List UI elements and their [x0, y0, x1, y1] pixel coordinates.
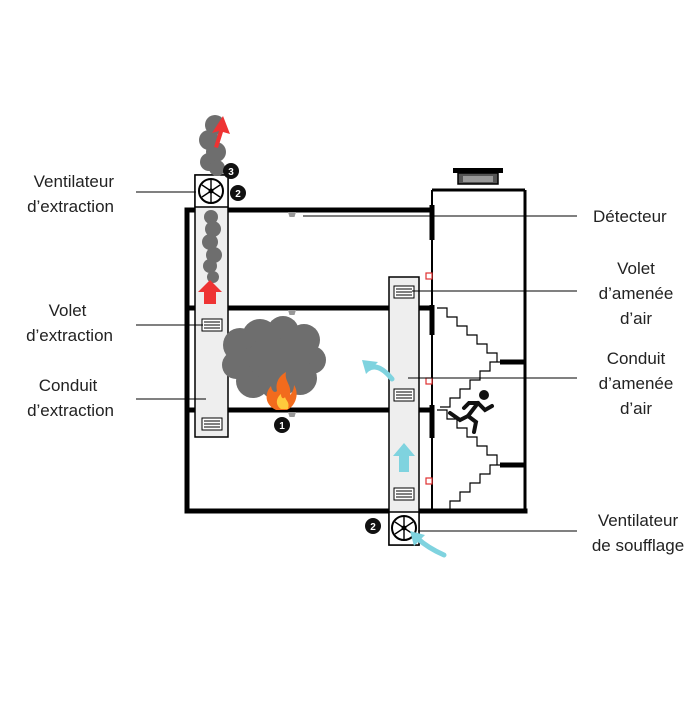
label-line: Volet — [617, 259, 655, 278]
label-line: de soufflage — [591, 536, 685, 555]
extraction-damper-upper — [201, 318, 223, 332]
extraction-damper-lower — [201, 417, 223, 431]
pressure-sensor-3 — [425, 477, 433, 485]
marker-extraction-fan: 2 — [230, 185, 246, 201]
arrow-up-icon — [198, 280, 222, 304]
label-conduit-extraction: Conduit d’extraction — [10, 373, 114, 423]
pressure-sensor-1 — [425, 272, 433, 280]
smoke-cloud-icon — [222, 316, 326, 400]
leader-lines — [136, 191, 577, 532]
svg-text:2: 2 — [235, 189, 241, 200]
extraction-arrows — [198, 116, 230, 304]
supply-damper-1 — [393, 285, 415, 299]
supply-arrows — [362, 360, 447, 558]
stair-flight-bottom — [449, 464, 500, 510]
label-line: d’air — [619, 309, 653, 328]
marker-fire: 1 — [274, 417, 290, 433]
pressure-sensor-2 — [425, 377, 433, 385]
label-line: Ventilateur — [33, 172, 114, 191]
stair-flight-lower — [437, 409, 498, 465]
fire-icon — [266, 372, 297, 410]
arrow-up-icon — [212, 116, 230, 148]
supply-damper-2 — [393, 388, 415, 402]
detector-icon — [288, 310, 296, 315]
label-line: d’extraction — [27, 401, 114, 420]
stair-flight-upper — [437, 307, 498, 362]
arrow-icon — [410, 531, 425, 546]
label-volet-extraction: Volet d’extraction — [10, 298, 113, 348]
label-line: Conduit — [38, 376, 98, 395]
svg-text:3: 3 — [228, 167, 234, 178]
label-line: Détecteur — [593, 207, 667, 226]
supply-fan-icon — [391, 515, 417, 541]
label-line: d’extraction — [27, 197, 114, 216]
label-line: Conduit — [606, 349, 666, 368]
running-person-icon — [448, 390, 494, 434]
arrow-up-icon — [393, 443, 415, 472]
label-line: Ventilateur — [597, 511, 679, 530]
roof-vent-hood — [453, 168, 503, 185]
marker-supply-fan: 2 — [365, 518, 381, 534]
stair-tower — [429, 188, 527, 511]
marker-exhaust: 3 — [223, 163, 239, 179]
svg-text:2: 2 — [370, 522, 376, 533]
label-conduit-amenee: Conduit d’amenée d’air — [586, 346, 686, 421]
supply-damper-3 — [393, 487, 415, 501]
arrow-icon — [362, 360, 378, 374]
stair-flight-middle — [440, 361, 500, 408]
supply-duct-body — [388, 276, 420, 546]
supply-duct — [388, 276, 420, 546]
smoke-column — [199, 115, 226, 283]
label-volet-amenee: Volet d’amenée d’air — [586, 256, 686, 331]
svg-text:1: 1 — [279, 421, 285, 432]
hood-cap — [453, 168, 503, 173]
label-ventilateur-soufflage: Ventilateur de soufflage — [586, 508, 690, 558]
extraction-fan-icon — [198, 178, 224, 204]
hood-grille — [463, 176, 493, 182]
label-detecteur: Détecteur — [593, 204, 667, 229]
ceiling-detectors — [288, 212, 296, 417]
detector-icon — [288, 212, 296, 217]
detector-icon — [288, 412, 296, 417]
label-ventilateur-extraction: Ventilateur d’extraction — [10, 169, 114, 219]
label-line: d’amenée — [598, 374, 674, 393]
label-line: d’amenée — [598, 284, 674, 303]
label-line: d’air — [619, 399, 653, 418]
air-intake-curve — [414, 535, 447, 558]
label-line: Volet — [48, 301, 87, 320]
extraction-duct — [194, 174, 229, 438]
label-line: d’extraction — [26, 326, 113, 345]
